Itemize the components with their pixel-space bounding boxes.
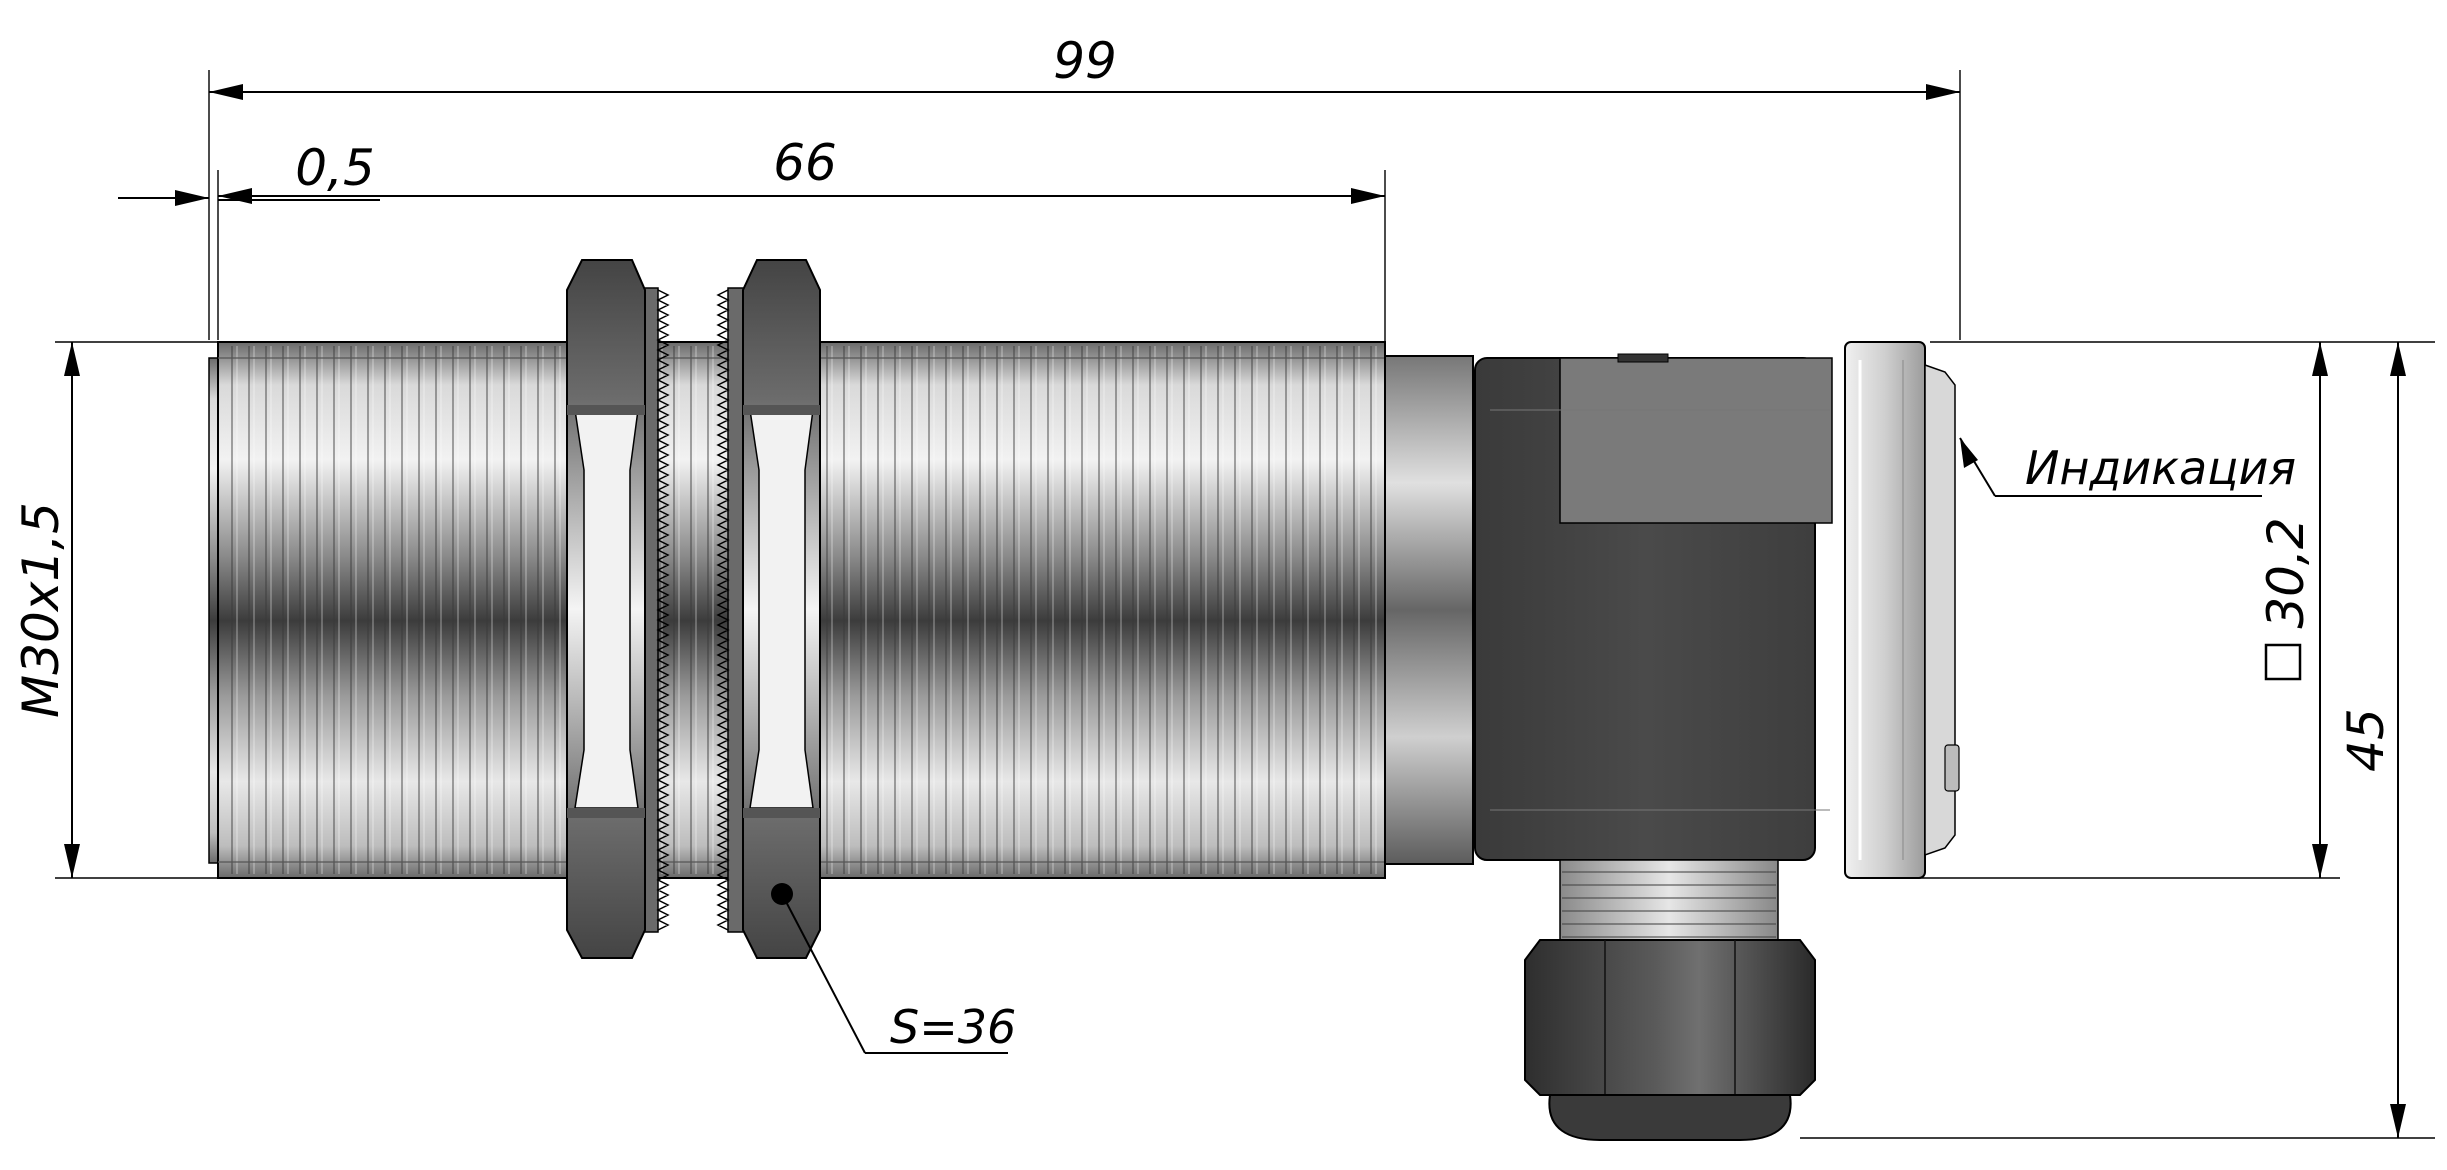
callout-wrench-label: S=36 [890, 1000, 1016, 1054]
transition-ring [1384, 355, 1474, 865]
washer-teeth [656, 289, 730, 931]
dim-total-length: 99 [209, 32, 1960, 100]
dim-label-45: 45 [2337, 708, 2395, 772]
dim-label-66: 66 [773, 134, 837, 192]
dim-label-m30: M30x1,5 [12, 502, 70, 718]
callout-indicator-label: Индикация [2025, 441, 2296, 495]
dim-thread-length: 66 [218, 134, 1385, 204]
dim-thread-spec: M30x1,5 [12, 342, 80, 878]
extension-lines [55, 70, 2435, 1139]
dim-label-30-2: 30,2 [2257, 517, 2315, 628]
callout-indicator: Индикация [1959, 437, 2296, 497]
dim-housing-square: 30,2 [2257, 342, 2328, 878]
lock-nut-left [566, 259, 646, 959]
gland-thread-grooves [1562, 871, 1776, 938]
housing [1474, 353, 1833, 861]
dim-gap: 0,5 [118, 139, 380, 206]
callout-wrench-size: S=36 [771, 883, 1016, 1054]
cable-gland [1524, 859, 1816, 1141]
dim-label-0-5: 0,5 [295, 139, 375, 197]
dim-total-height: 45 [2337, 342, 2406, 1138]
indicator-cap [1844, 341, 1960, 879]
thread-grooves [231, 346, 1377, 874]
lock-nut-right [742, 259, 821, 959]
dim-label-99: 99 [1053, 32, 1117, 90]
square-symbol-icon [2264, 643, 2302, 681]
